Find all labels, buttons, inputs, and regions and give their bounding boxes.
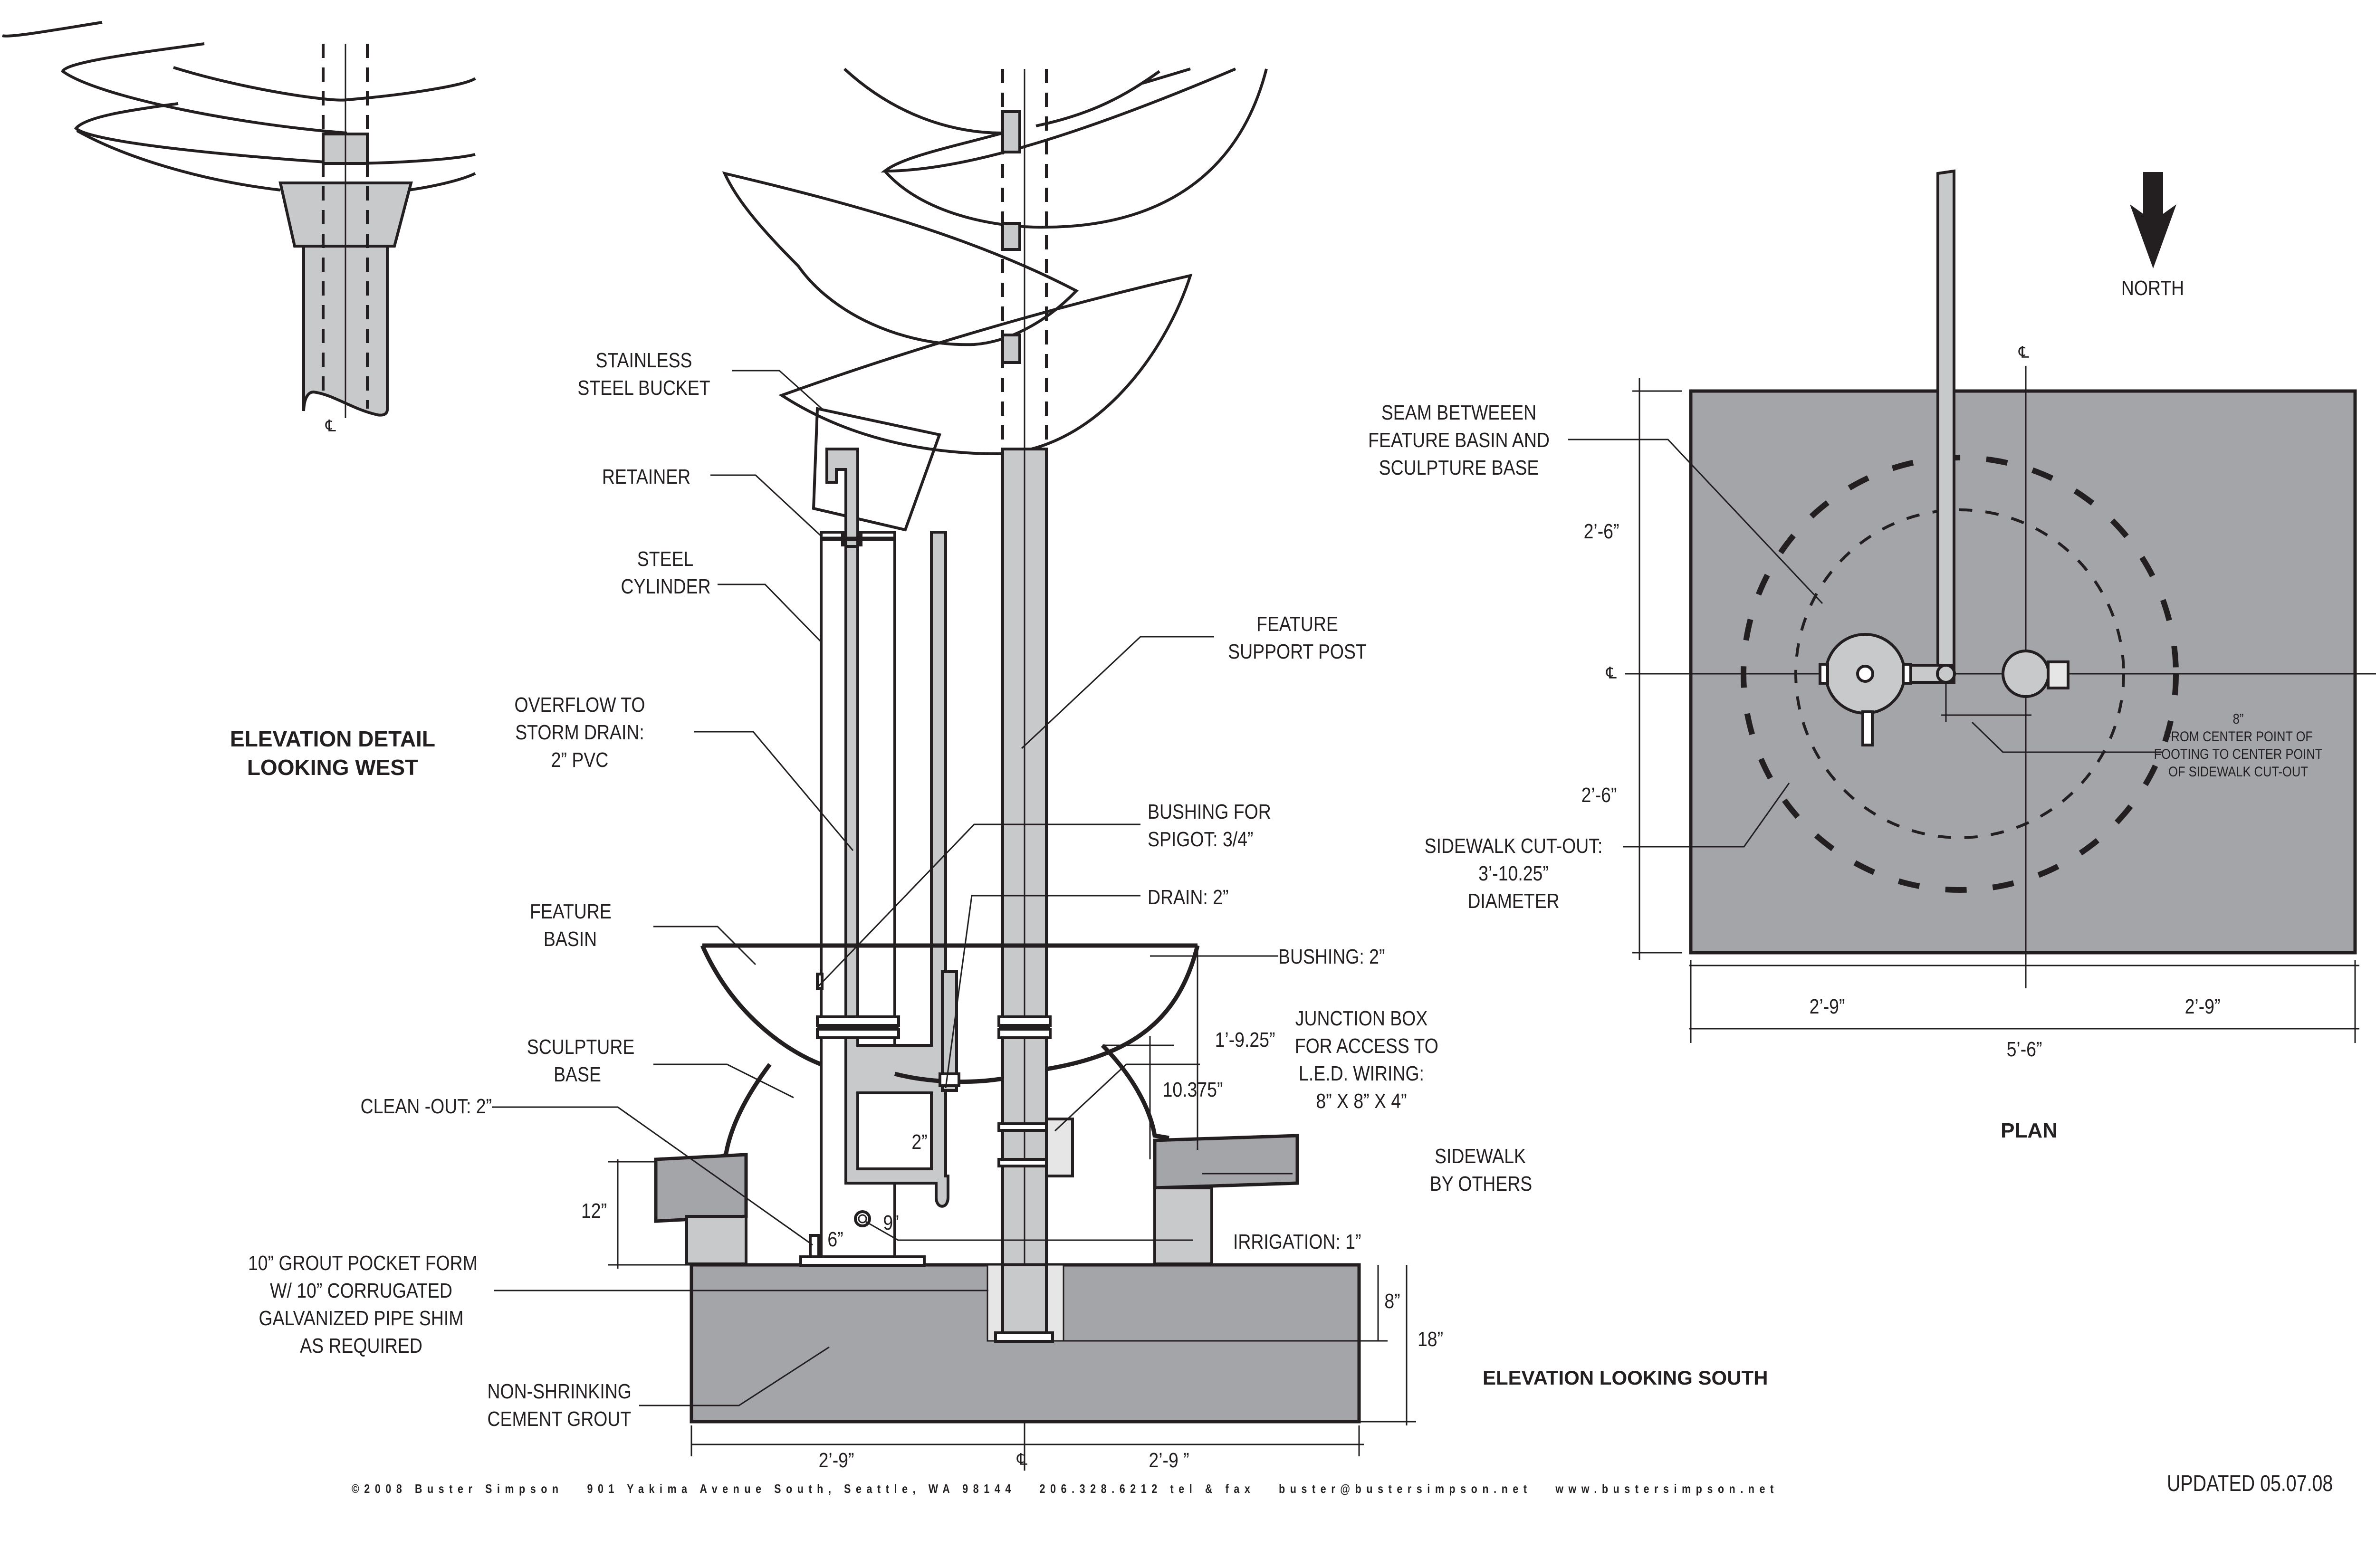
plan-pipe-end	[1936, 664, 1956, 684]
junction-box	[1045, 1118, 1074, 1177]
callout-offset-note: 8” FROM CENTER POINT OF FOOTING TO CENTE…	[2154, 711, 2323, 780]
irrigation-pipe	[854, 1210, 871, 1227]
sidewalk-right	[1153, 1134, 1299, 1190]
dim-plan-total-width: 5’-6”	[2006, 1038, 2042, 1061]
callout-drain: DRAIN: 2”	[1148, 886, 1229, 909]
west-lower-bowl-rim	[74, 102, 476, 165]
west-centerline-mark: ℄	[326, 417, 336, 435]
dim-plan-west-half: 2’-9”	[1809, 995, 1845, 1018]
plan-centerline-mark-left: ℄	[1606, 664, 1617, 682]
dim-pocket-depth: 8”	[1384, 1290, 1400, 1313]
curb-right	[1153, 1186, 1213, 1265]
elevation-west-view	[2, 21, 476, 418]
plan-cylinder-hole	[1856, 665, 1874, 683]
plan-dimension-lines	[1568, 378, 2359, 1043]
post-collar-2	[1001, 222, 1021, 251]
dim-curb-height: 12”	[581, 1199, 607, 1223]
south-leader-lines	[492, 370, 1293, 1406]
plan-centerline-mark-top: ℄	[2019, 344, 2029, 362]
leaf-2	[722, 171, 1079, 346]
plan-cylinder-tab-right	[1902, 663, 1912, 685]
callout-bushing: BUSHING: 2”	[1278, 945, 1385, 968]
clamp-ring-cylinder	[816, 1015, 900, 1039]
plan-post	[2002, 650, 2050, 698]
post-junction-rings	[997, 1122, 1052, 1167]
post-collar-3	[1001, 334, 1021, 364]
plan-pipe	[1936, 169, 1955, 675]
callout-stainless-steel-bucket: STAINLESS STEEL BUCKET	[577, 349, 710, 400]
callout-irrigation: IRRIGATION: 1”	[1233, 1230, 1361, 1253]
elevation-south-view	[492, 67, 1416, 1471]
north-label: NORTH	[2121, 277, 2184, 300]
callout-grout-pocket: 10” GROUT POCKET FORM W/ 10” CORRUGATED …	[248, 1252, 478, 1358]
leaf-1	[881, 67, 1268, 229]
footer-credits: ©2008 Buster Simpson 901 Yakima Avenue S…	[352, 1482, 1779, 1496]
callout-sidewalk: SIDEWALK BY OTHERS	[1429, 1145, 1533, 1195]
plan-spigot	[1861, 710, 1874, 746]
callout-feature-support-post: FEATURE SUPPORT POST	[1228, 612, 1367, 663]
clean-out	[809, 1234, 820, 1258]
callout-sidewalk-cutout: SIDEWALK CUT-OUT: 3’-10.25” DIAMETER	[1424, 834, 1603, 913]
plan-title: PLAN	[2001, 1119, 2058, 1142]
dim-footing-left: 2’-9”	[818, 1449, 854, 1472]
dim-cleanout-height: 6”	[827, 1228, 843, 1251]
west-lower-bowl-underside	[76, 129, 281, 191]
dim-footing-right: 2’-9 ”	[1149, 1449, 1189, 1472]
dim-irrigation-height: 9”	[883, 1211, 899, 1234]
dim-plan-north-half: 2’-6”	[1583, 520, 1619, 543]
stainless-steel-bucket	[812, 407, 941, 532]
dim-drain-offset: 2”	[911, 1130, 928, 1154]
cylinder-base-plate	[799, 1255, 926, 1267]
callout-feature-basin: FEATURE BASIN	[530, 900, 612, 951]
callout-sculpture-base: SCULPTURE BASE	[527, 1035, 635, 1086]
callout-retainer: RETAINER	[602, 465, 691, 488]
west-upper-bowl-rim	[61, 42, 347, 134]
callout-overflow: OVERFLOW TO STORM DRAIN: 2” PVC	[514, 693, 645, 772]
sculpture-base-left	[710, 1063, 772, 1172]
callout-clean-out: CLEAN -OUT: 2”	[360, 1095, 492, 1118]
south-centerline-mark: ℄	[1017, 1451, 1027, 1469]
dim-base-height: 10.375”	[1162, 1078, 1223, 1101]
drain-bushing	[939, 1072, 960, 1087]
west-lower-bowl-underside-right	[408, 172, 476, 191]
callout-junction-box: JUNCTION BOX FOR ACCESS TO L.E.D. WIRING…	[1294, 1007, 1438, 1113]
leaf-top	[843, 67, 1191, 134]
updated-date: UPDATED 05.07.08	[2167, 1471, 2333, 1496]
dim-plan-south-half: 2’-6”	[1581, 784, 1617, 807]
post-base-plate	[994, 1331, 1054, 1343]
north-arrow-icon	[2130, 172, 2176, 268]
retainer-bolt-left	[841, 531, 846, 546]
drain-pipe-inner	[856, 1091, 933, 1170]
leaf-3	[778, 273, 1193, 456]
clamp-ring-post	[997, 1015, 1052, 1039]
post-collar-1	[1001, 110, 1021, 153]
curb-left	[685, 1215, 747, 1265]
irrigation-pipe-inner	[858, 1214, 867, 1224]
callout-spigot-bushing: BUSHING FOR SPIGOT: 3/4”	[1148, 800, 1271, 851]
south-dimension-lines	[608, 946, 1416, 1456]
basin-seam-circle	[1794, 508, 2125, 839]
plan-cylinder-tab-left	[1819, 663, 1829, 685]
dim-footing-depth: 18”	[1417, 1328, 1444, 1351]
plan-junction-box	[2047, 660, 2069, 689]
plan-view	[1568, 169, 2376, 1043]
elevation-west-title: ELEVATION DETAIL LOOKING WEST	[230, 727, 435, 780]
callout-cement-grout: NON-SHRINKING CEMENT GROUT	[487, 1380, 632, 1431]
callout-steel-cylinder: STEEL CYLINDER	[621, 547, 711, 598]
dim-basin-height: 1’-9.25”	[1215, 1028, 1275, 1052]
overflow-pipe	[844, 531, 949, 1208]
post-in-pocket	[1001, 1263, 1048, 1338]
elevation-south-title: ELEVATION LOOKING SOUTH	[1483, 1367, 1768, 1389]
drain-2in-pipe	[941, 970, 958, 1092]
spigot-bushing	[816, 973, 824, 990]
retainer-bolt-right	[858, 531, 862, 546]
sculpture-base-right	[1101, 1043, 1169, 1140]
callout-seam: SEAM BETWEEEN FEATURE BASIN AND SCULPTUR…	[1368, 401, 1550, 479]
west-upper-bowl	[2, 21, 103, 38]
sidewalk-cutout-circle	[1741, 455, 2179, 893]
dim-plan-east-half: 2’-9”	[2184, 995, 2221, 1018]
